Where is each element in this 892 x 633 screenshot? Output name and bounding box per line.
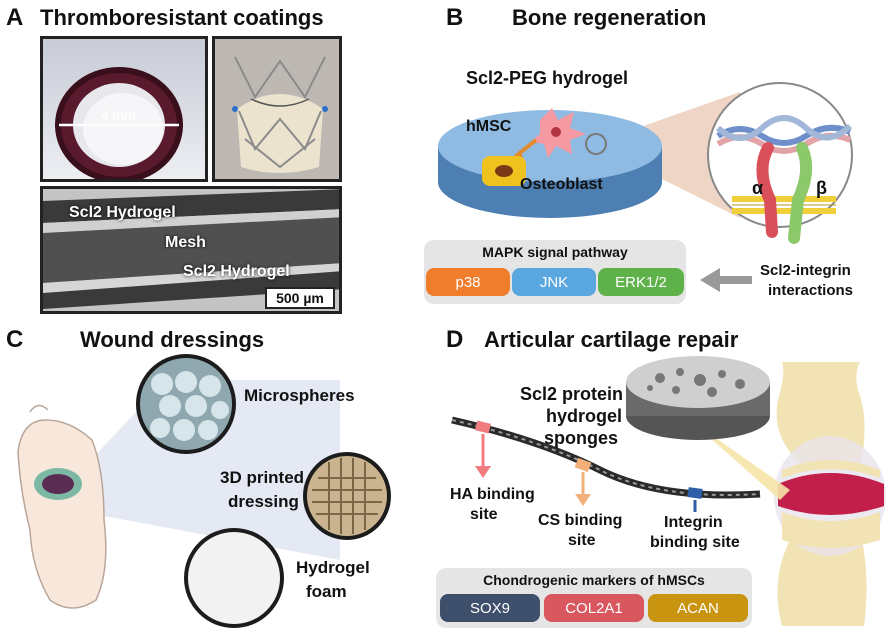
ha-label-line1: HA binding bbox=[450, 486, 535, 503]
hmsc-label: hMSC bbox=[466, 118, 512, 135]
tube-illustration bbox=[55, 67, 183, 179]
foam-label-line1: Hydrogel bbox=[296, 558, 370, 577]
layer-bottom-label: Scl2 Hydrogel bbox=[183, 263, 290, 280]
scale-bar: 500 µm bbox=[265, 287, 335, 309]
panel-c-title: Wound dressings bbox=[80, 327, 265, 352]
sponge-label-line1: Scl2 protein bbox=[520, 384, 624, 404]
valve-photo bbox=[212, 36, 342, 182]
printed-label-line2: dressing bbox=[228, 492, 299, 511]
pathway-title: MAPK signal pathway bbox=[482, 244, 628, 260]
osteoblast-label: Osteoblast bbox=[520, 176, 603, 193]
valve-illustration bbox=[232, 56, 328, 173]
pathway-item-erk: ERK1/2 bbox=[598, 268, 684, 296]
marker-col2a1: COL2A1 bbox=[544, 594, 644, 622]
pathway-item-jnk: JNK bbox=[512, 268, 596, 296]
marker-acan: ACAN bbox=[648, 594, 748, 622]
ha-label-line2: site bbox=[470, 506, 498, 523]
panel-a-letter: A bbox=[6, 4, 24, 31]
layers-micrograph: Scl2 Hydrogel Mesh Scl2 Hydrogel 500 µm bbox=[40, 186, 342, 314]
foam-label-line2: foam bbox=[306, 582, 347, 601]
panel-a-title: Thromboresistant coatings bbox=[40, 5, 324, 30]
microspheres-label: Microspheres bbox=[244, 386, 355, 405]
gel-label: Scl2-PEG hydrogel bbox=[466, 68, 629, 88]
cs-label-line2: site bbox=[568, 532, 596, 549]
panel-d-letter: D bbox=[446, 326, 464, 353]
marker-sox9: SOX9 bbox=[440, 594, 540, 622]
integrin-label-line1: Integrin bbox=[664, 514, 723, 531]
sponge-label-line3: sponges bbox=[544, 428, 619, 448]
panel-c-letter: C bbox=[6, 326, 24, 353]
alpha-label: α bbox=[752, 178, 764, 198]
sponge-label-line2: hydrogel bbox=[546, 406, 623, 426]
layer-top-label: Scl2 Hydrogel bbox=[69, 204, 176, 221]
beta-label: β bbox=[816, 178, 827, 198]
markers-title: Chondrogenic markers of hMSCs bbox=[483, 572, 705, 588]
pathway-item-p38: p38 bbox=[426, 268, 510, 296]
panel-d-title: Articular cartilage repair bbox=[484, 327, 739, 352]
cs-label-line1: CS binding bbox=[538, 512, 623, 529]
integrin-label-line2: binding site bbox=[650, 534, 740, 551]
tube-measure-label: 4 mm bbox=[101, 107, 136, 123]
panel-b-letter: B bbox=[446, 4, 464, 31]
interaction-label-line2: interactions bbox=[768, 282, 854, 299]
printed-label-line1: 3D printed bbox=[220, 468, 305, 487]
interaction-label-line1: Scl2-integrin bbox=[760, 262, 851, 279]
layer-middle-label: Mesh bbox=[165, 234, 206, 251]
tube-photo: 4 mm bbox=[40, 36, 208, 182]
panel-b-title: Bone regeneration bbox=[512, 5, 707, 30]
